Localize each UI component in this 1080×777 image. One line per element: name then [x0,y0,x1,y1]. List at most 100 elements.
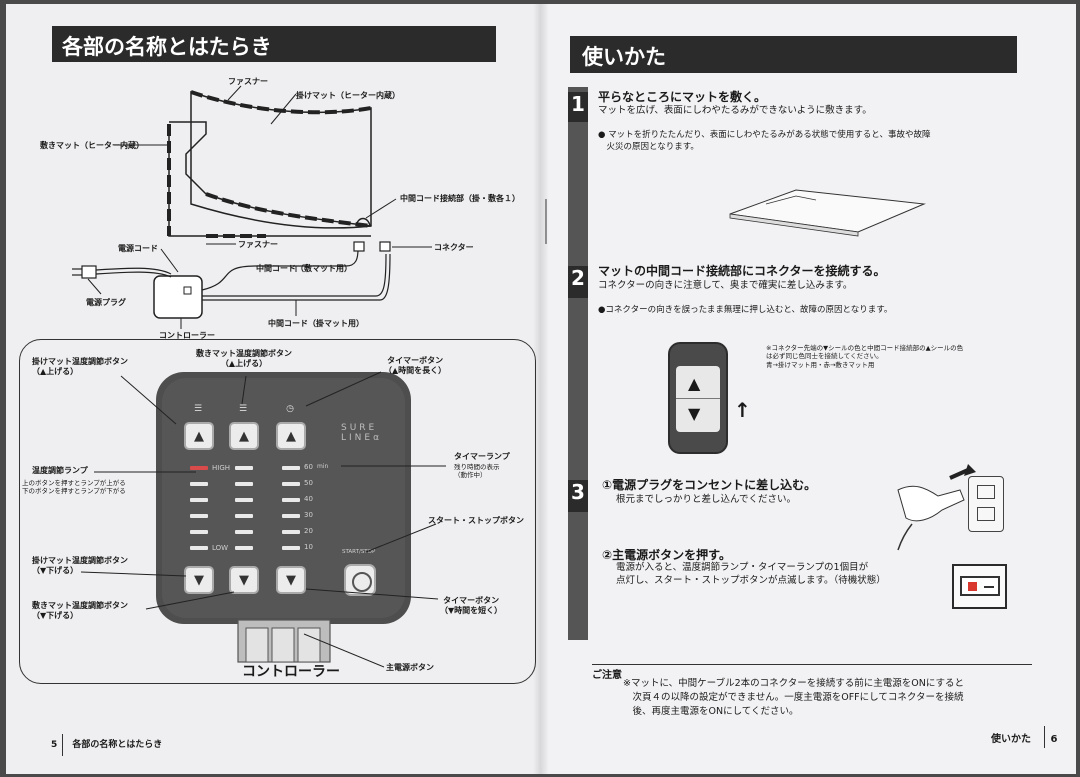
down-arrow-icon: ▼ [239,572,249,588]
footer-left: 5 各部の名称とはたらき [51,737,162,750]
label-kake-mat: 掛けマット（ヒーター内蔵） [296,91,400,100]
right-page [541,4,1076,774]
label-fastener-top: ファスナー [228,77,268,86]
manual-spread: 各部の名称とはたらき [6,4,1076,774]
page-number-right: 6 [1050,734,1058,745]
shiki-down-button[interactable]: ▼ [229,566,259,594]
scale-30: 30 [304,511,313,519]
footer-divider-right [1044,726,1045,748]
caution-title: ご注意 [592,670,622,681]
kake-lamp-5 [190,482,208,486]
label-cord-joint: 中間コード接続部（掛・敷各１） [400,194,520,203]
switch-off-mark [984,586,994,588]
timer-lamp-2 [282,530,300,534]
switch-rocker [960,576,1000,596]
label-temp-lamp-desc: 上のボタンを押すとランプが上がる 下のボタンを押すとランプが下がる [22,479,126,496]
kake-up-button[interactable]: ▲ [184,422,214,450]
low-label: LOW [212,544,229,552]
up-arrow-icon: ▲ [286,428,296,444]
switch-lamp [968,582,977,591]
outlet-slot-bottom [977,507,995,521]
step-2-side-note: ※コネクター先端の▼シールの色と中間コード接続部の▲シールの色 は必ず同じ色同士… [766,344,964,369]
kake-down-button[interactable]: ▼ [184,566,214,594]
label-start-stop: スタート・ストップボタン [428,516,524,525]
main-power-switches [237,619,331,663]
plug-illustration [897,464,976,551]
start-stop-small-label: START/STOP [342,549,376,555]
left-page: 各部の名称とはたらき [6,4,541,774]
flat-mat-illustration [545,189,926,244]
timer-up-button[interactable]: ▲ [276,422,306,450]
label-temp-lamp: 温度調節ランプ [32,466,88,475]
kake-lamp-1 [190,546,208,550]
label-shiki-down: 敷きマット温度調節ボタン （▼下げる） [32,601,128,620]
step-1-title: 平らなところにマットを敷く。 [598,90,767,104]
timer-lamp-5 [282,482,300,486]
down-arrow-icon: ▼ [194,572,204,588]
wall-outlet-icon [968,476,1004,532]
timer-down-button[interactable]: ▼ [276,566,306,594]
label-kake-down: 掛けマット温度調節ボタン （▼下げる） [32,556,128,575]
scale-20: 20 [304,527,313,535]
step-3-title: ①電源プラグをコンセントに差し込む。 [602,478,817,492]
down-arrow-icon: ▼ [286,572,296,588]
kake-mat-icon: ☰ [193,404,203,414]
footer-title-left: 各部の名称とはたらき [72,740,163,750]
label-cord-kake: 中間コード（掛マット用） [268,319,364,328]
controller-title: コントローラー [242,664,340,680]
label-kake-up: 掛けマット温度調節ボタン （▲上げる） [32,357,128,376]
connector-divider [676,398,720,399]
step-2-title: マットの中間コード接続部にコネクターを接続する。 [598,264,886,278]
timer-icon: ◷ [286,404,294,414]
timer-lamp-6 [282,466,300,470]
caution-text: ※マットに、中間ケーブル2本のコネクターを接続する前に主電源をONにすると 次頁… [623,678,964,717]
connector-down-arrow-icon: ▼ [688,404,701,423]
left-page-header: 各部の名称とはたらき [52,26,496,62]
mat-diagram [72,85,432,329]
timer-lamp-4 [282,498,300,502]
label-controller: コントローラー [159,331,215,340]
step-3-text-2: 電源が入ると、温度調節ランプ・タイマーランプの1個目が 点灯し、スタート・ストッ… [616,562,886,586]
label-timer-down: タイマーボタン （▼時間を短く） [440,596,503,615]
step-1-number: 1 [568,92,588,122]
insert-arrow-icon: ↑ [734,398,751,422]
footer-title-right: 使いかた [991,734,1031,745]
page-gutter [533,4,549,774]
scale-10: 10 [304,543,313,551]
shiki-lamp-2 [235,530,253,534]
shiki-lamp-3 [235,514,253,518]
scale-unit: min [317,463,329,470]
label-power-plug: 電源プラグ [86,298,126,307]
connector-face: ▲ ▼ [676,366,720,432]
right-page-header: 使いかた [570,36,1017,73]
step-1-text: マットを広げ、表面にしわやたるみができないように敷きます。 [598,105,872,116]
controller-panel-frame [19,339,536,684]
shiki-lamp-6 [235,466,253,470]
footer-right: 使いかた 6 [991,730,1057,745]
label-timer-up: タイマーボタン （▲時間を長く） [384,356,447,375]
label-cord-shiki: 中間コード（敷マット用） [256,264,352,273]
shiki-up-button[interactable]: ▲ [229,422,259,450]
connector-up-arrow-icon: ▲ [688,374,701,393]
footer-divider-left [62,734,63,756]
timer-lamp-3 [282,514,300,518]
shiki-lamp-1 [235,546,253,550]
label-connector: コネクター [434,243,474,252]
label-fastener-bottom: ファスナー [238,240,278,249]
timer-lamp-1 [282,546,300,550]
main-power-switch-icon [952,564,1007,609]
start-stop-button[interactable] [344,564,376,596]
caution-divider [592,664,1032,665]
step-3-number: 3 [568,480,588,512]
up-arrow-icon: ▲ [239,428,249,444]
kake-lamp-4 [190,498,208,502]
brand-mark: SURE LINEα [341,423,383,443]
shiki-lamp-4 [235,498,253,502]
label-power-cord: 電源コード [118,244,158,253]
step-1-note: ● マットを折りたたんだり、表面にしわやたるみがある状態で使用すると、事故や故障… [598,130,931,153]
shiki-mat-icon: ☰ [238,404,248,414]
step-2-text: コネクターの向きに注意して、奥まで確実に差し込みます。 [598,280,853,291]
kake-lamp-6 [190,466,208,470]
scale-50: 50 [304,479,313,487]
high-label: HIGH [212,464,231,472]
